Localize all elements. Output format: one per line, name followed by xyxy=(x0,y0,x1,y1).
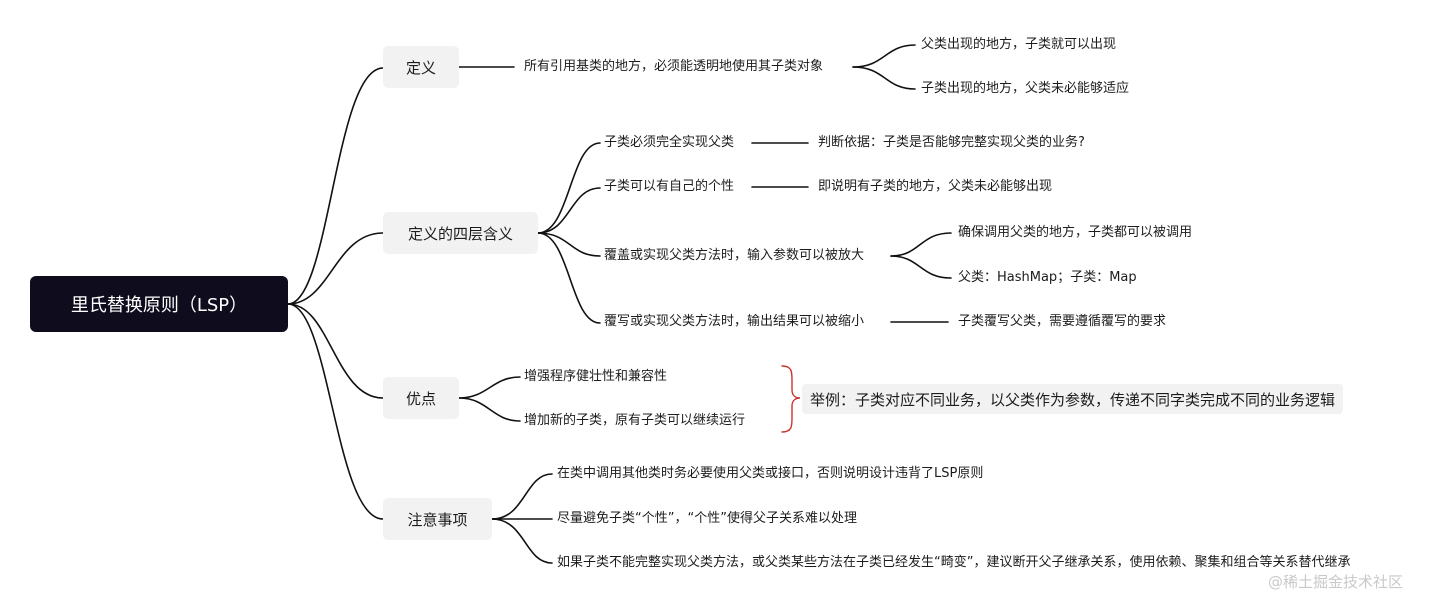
meaning-3-sub-2[interactable]: 父类：HashMap；子类：Map xyxy=(958,270,1137,285)
summary-brace xyxy=(781,365,801,433)
watermark: @稀土掘金技术社区 xyxy=(1268,573,1404,591)
topic-notes[interactable]: 注意事项 xyxy=(383,498,492,540)
advantages-summary[interactable]: 举例：子类对应不同业务，以父类作为参数，传递不同字类完成不同的业务逻辑 xyxy=(802,384,1344,414)
meaning-1[interactable]: 子类必须完全实现父类 xyxy=(604,135,735,150)
definition-sub-1[interactable]: 父类出现的地方，子类就可以出现 xyxy=(921,37,1117,52)
advantage-2[interactable]: 增加新的子类，原有子类可以继续运行 xyxy=(524,413,746,428)
edge-note-1 xyxy=(491,473,553,520)
edge-root-notes xyxy=(287,303,384,520)
edge-definition-sub1 xyxy=(852,44,916,68)
edge-note-3 xyxy=(491,518,553,564)
edge-meanings-2 xyxy=(537,187,601,234)
meaning-3-sub-1[interactable]: 确保调用父类的地方，子类都可以被调用 xyxy=(958,225,1193,240)
edge-m3-sub2 xyxy=(890,255,952,279)
root-topic[interactable]: 里氏替换原则（LSP） xyxy=(30,276,288,332)
edge-m3-sub1 xyxy=(890,232,952,257)
edge-adv-1 xyxy=(458,376,521,399)
meaning-2[interactable]: 子类可以有自己的个性 xyxy=(604,179,735,194)
edge-meanings-3 xyxy=(537,232,601,257)
edge-meanings-1 xyxy=(537,142,601,234)
definition-sub-2[interactable]: 子类出现的地方，父类未必能够适应 xyxy=(921,81,1130,96)
meaning-2-sub[interactable]: 即说明有子类的地方，父类未必能够出现 xyxy=(818,179,1053,194)
edge-root-meanings xyxy=(287,232,384,305)
edge-meanings-4 xyxy=(537,232,601,324)
note-3[interactable]: 如果子类不能完整实现父类方法，或父类某些方法在子类已经发生“畸变”，建议断开父子… xyxy=(557,555,1351,570)
edge-root-advantages xyxy=(287,303,384,399)
meaning-4-sub[interactable]: 子类覆写父类，需要遵循覆写的要求 xyxy=(958,314,1167,329)
note-1[interactable]: 在类中调用其他类时务必要使用父类或接口，否则说明设计违背了LSP原则 xyxy=(557,466,984,481)
edge-definition-sub2 xyxy=(852,66,916,90)
meaning-3[interactable]: 覆盖或实现父类方法时，输入参数可以被放大 xyxy=(604,248,865,263)
note-2[interactable]: 尽量避免子类“个性”，“个性”使得父子关系难以处理 xyxy=(557,511,857,526)
topic-meanings[interactable]: 定义的四层含义 xyxy=(383,212,538,254)
meaning-1-sub[interactable]: 判断依据：子类是否能够完整实现父类的业务? xyxy=(818,135,1085,150)
meaning-4[interactable]: 覆写或实现父类方法时，输出结果可以被缩小 xyxy=(604,314,865,329)
topic-definition[interactable]: 定义 xyxy=(383,46,459,88)
edge-root-definition xyxy=(287,67,384,305)
definition-item[interactable]: 所有引用基类的地方，必须能透明地使用其子类对象 xyxy=(524,59,824,74)
topic-advantages[interactable]: 优点 xyxy=(383,377,459,419)
advantage-1[interactable]: 增强程序健壮性和兼容性 xyxy=(524,369,668,384)
edge-adv-2 xyxy=(458,397,521,422)
